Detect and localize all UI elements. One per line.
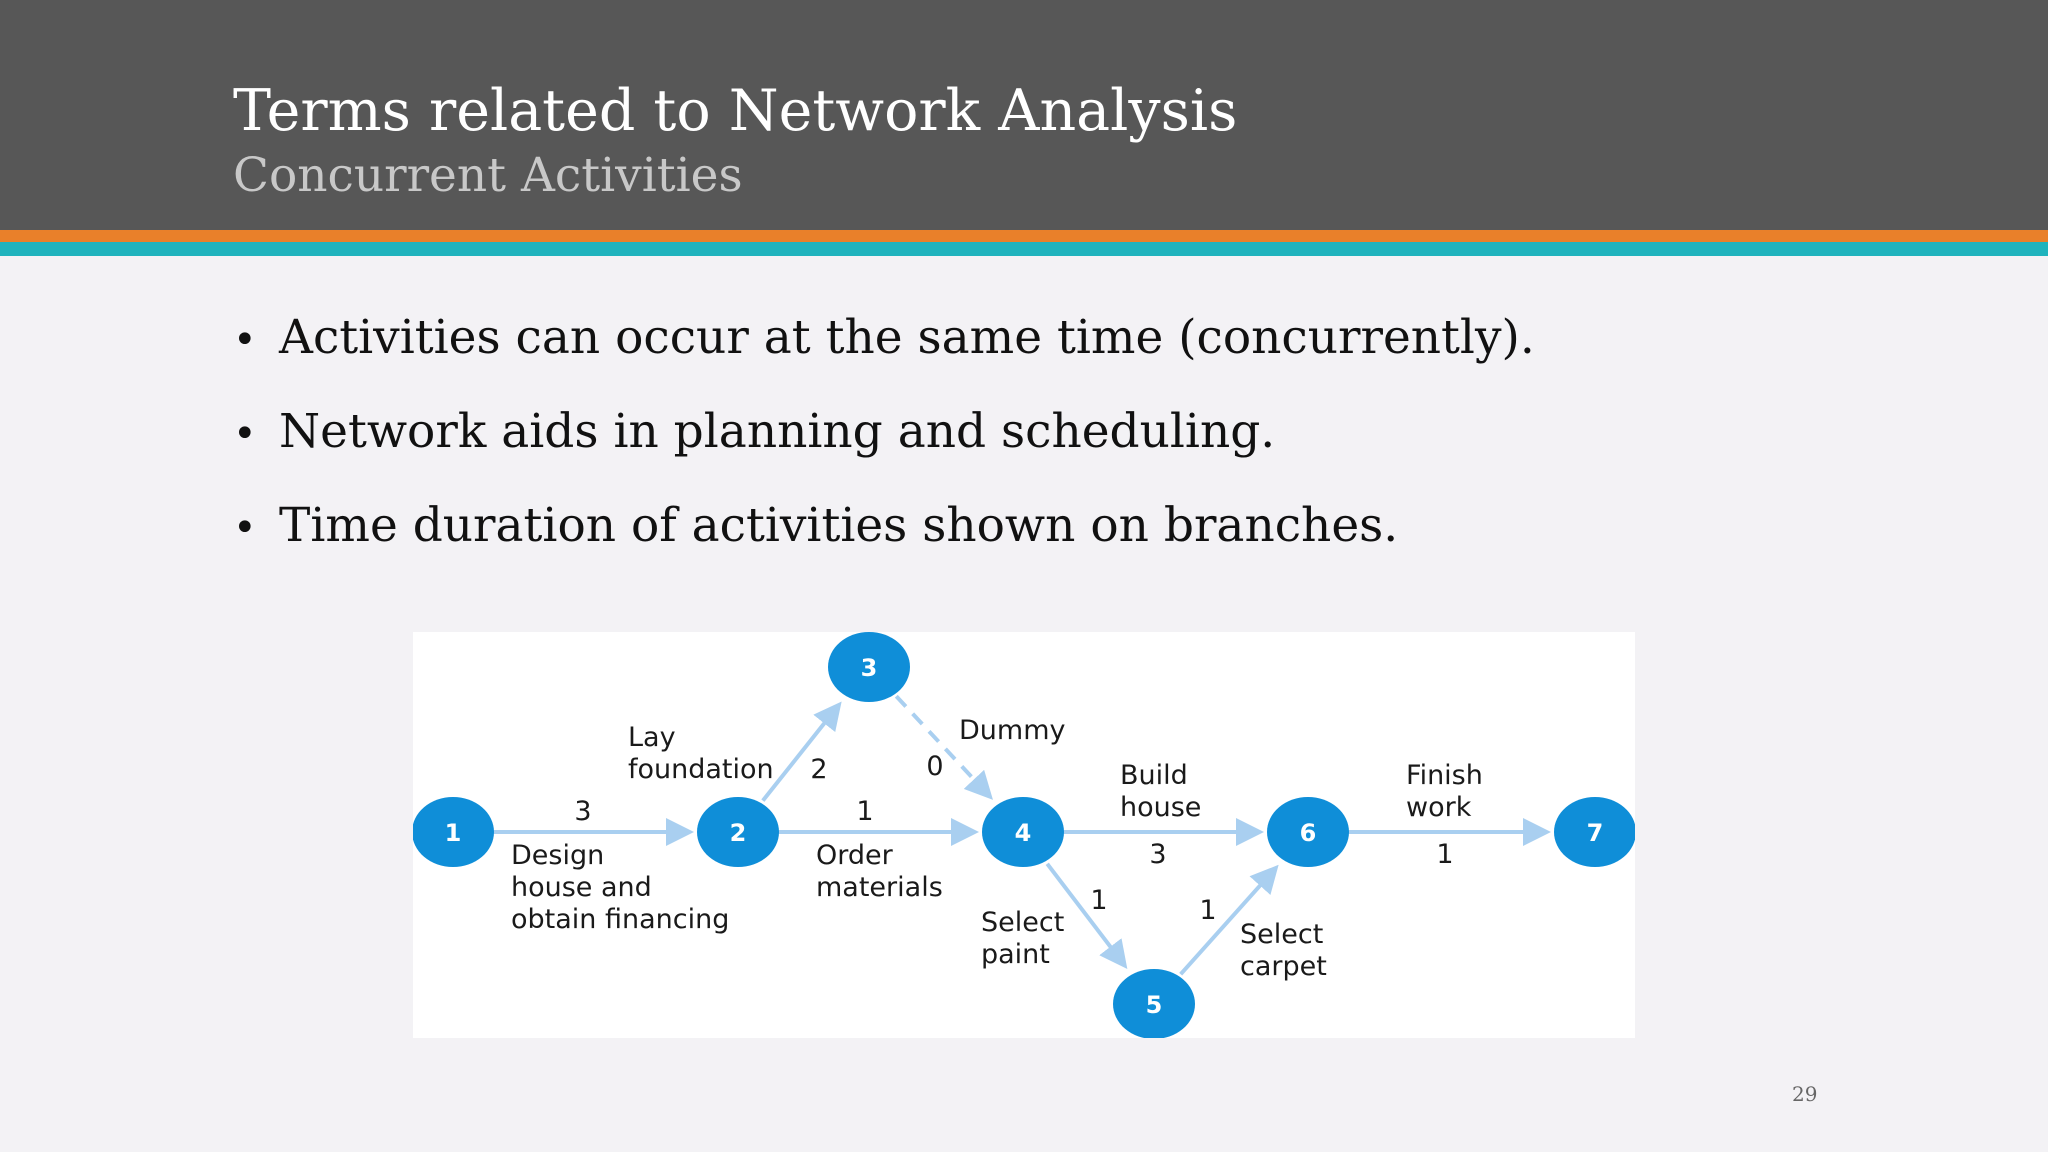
accent-stripe-teal <box>0 242 2048 256</box>
edge-duration: 1 <box>1436 839 1453 870</box>
bullet-text: Activities can occur at the same time (c… <box>279 310 1535 365</box>
edge-activity-label: foundation <box>628 754 774 785</box>
node-7 <box>1554 797 1635 867</box>
node-label: 3 <box>861 654 878 682</box>
node-label: 4 <box>1015 819 1032 847</box>
edge-activity-label: Order <box>816 840 894 871</box>
edge-duration: 3 <box>574 796 591 827</box>
edge-activity-label: Dummy <box>959 715 1066 746</box>
bullet-text: Network aids in planning and scheduling. <box>279 404 1276 459</box>
node-label: 1 <box>445 819 462 847</box>
title-bar <box>0 0 2048 230</box>
node-label: 2 <box>730 819 747 847</box>
edge-duration: 0 <box>926 751 943 782</box>
edge-activity-label: Select <box>981 907 1064 938</box>
edge-2-3 <box>761 701 842 802</box>
edge-activity-label: carpet <box>1240 951 1327 982</box>
edge-4-5 <box>1045 862 1128 969</box>
edge-duration: 1 <box>1199 895 1216 926</box>
edge-activity-label: Finish <box>1406 760 1483 791</box>
bullet-text: Time duration of activities shown on bra… <box>279 498 1399 553</box>
bullet-dot: • <box>233 317 257 363</box>
node-2 <box>697 797 779 867</box>
bullet-dot: • <box>233 505 257 551</box>
edge-activity-label: paint <box>981 939 1050 970</box>
edge-duration: 1 <box>856 796 873 827</box>
edge-activity-label: work <box>1406 792 1472 823</box>
edge-activity-label: materials <box>816 872 943 903</box>
node-1 <box>413 797 494 867</box>
node-3 <box>828 632 910 702</box>
edge-activity-label: Build <box>1120 760 1188 791</box>
edge-activity-label: obtain financing <box>511 904 729 935</box>
edge-duration: 1 <box>1090 885 1107 916</box>
page-number: 29 <box>1792 1082 1818 1106</box>
edge-duration: 2 <box>810 754 827 785</box>
edge-activity-label: house <box>1120 792 1201 823</box>
bullet-list: • Activities can occur at the same time (… <box>233 305 1535 587</box>
edge-5-6 <box>1179 864 1279 976</box>
edge-activity-label: Lay <box>628 722 676 753</box>
slide-subtitle: Concurrent Activities <box>233 148 743 203</box>
node-label: 7 <box>1587 819 1604 847</box>
bullet-item: • Time duration of activities shown on br… <box>233 493 1535 587</box>
node-5 <box>1113 969 1195 1038</box>
bullet-item: • Activities can occur at the same time (… <box>233 305 1535 399</box>
node-6 <box>1267 797 1349 867</box>
edge-activity-label: Design <box>511 840 604 871</box>
node-label: 5 <box>1146 991 1163 1019</box>
bullet-dot: • <box>233 411 257 457</box>
slide-title: Terms related to Network Analysis <box>233 78 1238 144</box>
edge-activity-label: Select <box>1240 919 1323 950</box>
bullet-item: • Network aids in planning and scheduling… <box>233 399 1535 493</box>
edge-activity-label: house and <box>511 872 652 903</box>
node-4 <box>982 797 1064 867</box>
node-label: 6 <box>1300 819 1317 847</box>
accent-stripe-orange <box>0 230 2048 242</box>
edge-duration: 3 <box>1149 839 1166 870</box>
